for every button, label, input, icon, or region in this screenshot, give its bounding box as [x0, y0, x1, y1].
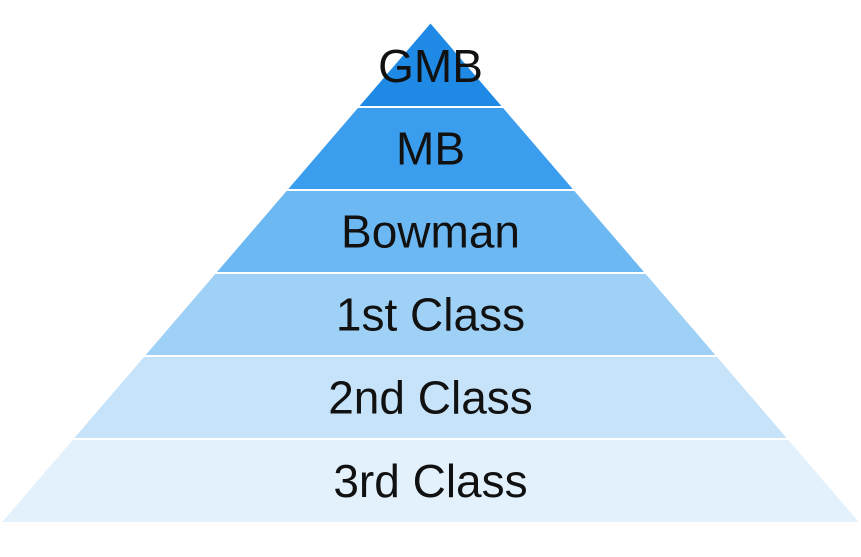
tier-label-1st-class: 1st Class: [336, 289, 525, 341]
tier-2nd-class: 2nd Class: [70, 355, 791, 440]
tier-mb: MB: [283, 106, 578, 191]
tier-label-2nd-class: 2nd Class: [328, 372, 533, 424]
tier-label-3rd-class: 3rd Class: [333, 455, 527, 507]
tier-1st-class: 1st Class: [141, 272, 720, 357]
tier-label-gmb: GMB: [378, 40, 483, 92]
tier-3rd-class: 3rd Class: [0, 438, 861, 524]
tier-bowman: Bowman: [212, 189, 649, 274]
tier-label-mb: MB: [396, 123, 465, 175]
tier-gmb: GMB: [355, 20, 506, 108]
tier-shape-3rd-class: [0, 438, 861, 524]
tier-label-bowman: Bowman: [341, 206, 520, 258]
